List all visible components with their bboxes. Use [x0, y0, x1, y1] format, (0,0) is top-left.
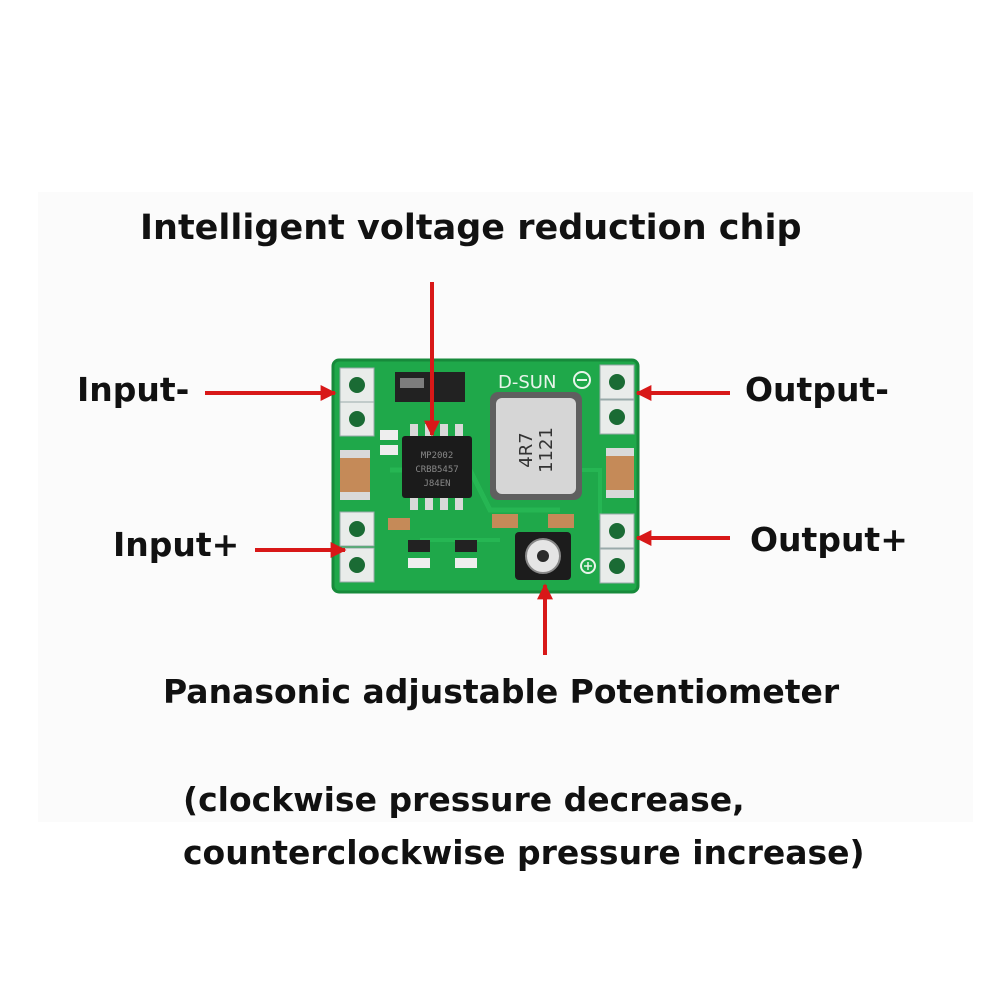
ic-marking: CRBB5457	[415, 465, 458, 475]
output-positive-label: Output+	[750, 520, 908, 559]
capacitor	[606, 448, 634, 498]
inductor-marking: 4R7	[516, 432, 537, 467]
ic-marking: MP2002	[421, 451, 454, 461]
capacitor	[340, 450, 370, 500]
voltage-reduction-chip: MP2002 CRBB5457 J84EN	[402, 424, 472, 510]
pcb-board	[331, 358, 640, 594]
potentiometer	[515, 532, 571, 580]
brand-silkscreen: D-SUN	[498, 372, 556, 393]
potentiometer-label: Panasonic adjustable Potentiometer	[163, 672, 840, 711]
plus-symbol-icon	[580, 558, 596, 574]
smd-components	[380, 430, 574, 568]
pad-group-left	[339, 367, 375, 583]
adjustment-note-line1: (clockwise pressure decrease,	[183, 780, 745, 819]
inductor-marking: 1121	[536, 427, 557, 473]
adjustment-note-line2: counterclockwise pressure increase)	[183, 833, 865, 872]
input-negative-label: Input-	[77, 370, 190, 409]
chip-label: Intelligent voltage reduction chip	[140, 208, 802, 248]
pad-group-right	[599, 364, 635, 584]
input-positive-label: Input+	[113, 525, 240, 564]
inductor: 4R7 1121	[490, 392, 582, 500]
minus-symbol-icon	[573, 371, 591, 389]
output-negative-label: Output-	[745, 370, 889, 409]
ic-marking: J84EN	[423, 479, 450, 489]
